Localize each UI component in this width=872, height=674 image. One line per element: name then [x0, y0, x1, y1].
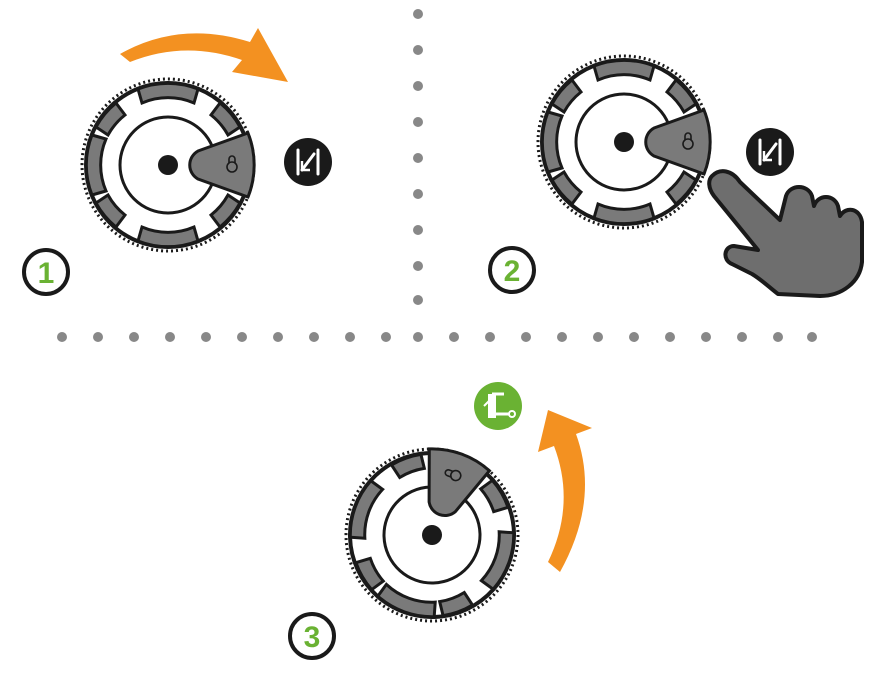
divider-vertical — [413, 9, 423, 305]
step-number: 3 — [304, 621, 321, 654]
manual-valve-icon — [282, 136, 334, 188]
step-number-badge: 1 — [22, 248, 70, 296]
sprinkler-icon — [474, 382, 522, 430]
dial-knob — [80, 77, 257, 253]
step-number-badge: 2 — [488, 246, 536, 294]
rotate-arrow-icon — [538, 410, 592, 572]
step-number: 1 — [38, 257, 55, 290]
dial-knob — [536, 54, 713, 230]
divider-horizontal — [57, 332, 817, 342]
rotate-arrow-icon — [120, 28, 288, 82]
step-number-badge: 3 — [288, 612, 336, 660]
step-2-panel: 2 — [488, 54, 864, 298]
pointing-hand-icon — [707, 169, 864, 298]
dial-knob — [319, 422, 545, 648]
step-3-panel: 3 — [288, 382, 592, 660]
step-1-panel: 1 — [22, 28, 334, 296]
step-number: 2 — [504, 255, 521, 288]
manual-valve-icon — [744, 126, 796, 178]
